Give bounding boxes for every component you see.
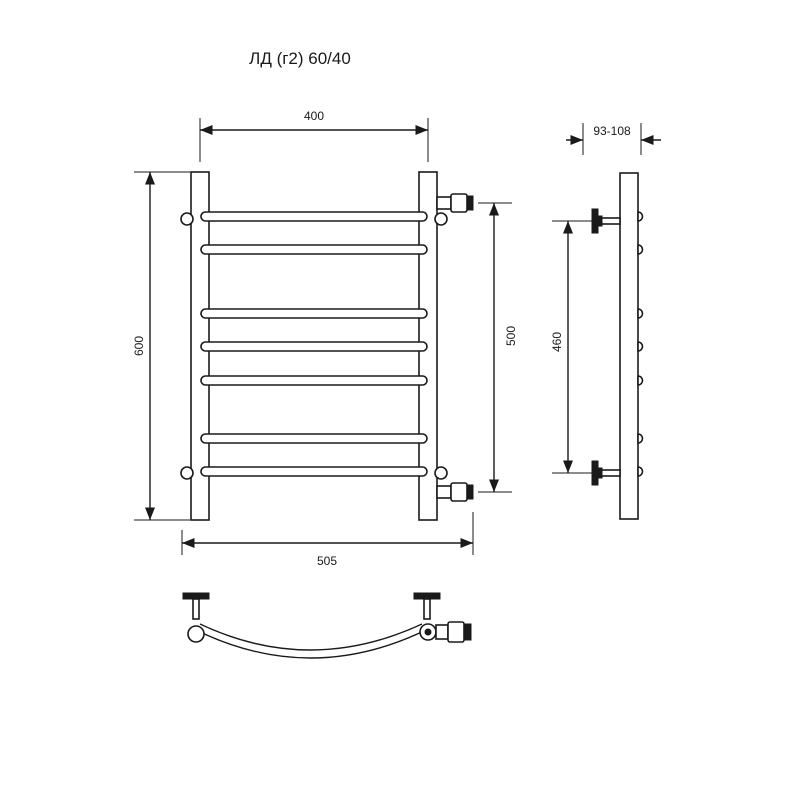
- dimension-93-108-label: 93-108: [593, 124, 631, 138]
- rung-6: [200, 433, 428, 444]
- rung-7: [200, 466, 428, 477]
- curved-rail-outer: [191, 627, 431, 659]
- dimension-460: 460: [550, 220, 600, 474]
- dimension-460-label: 460: [550, 332, 564, 352]
- top-view: [182, 592, 472, 659]
- dimension-400-label: 400: [304, 109, 324, 123]
- top-connector: [435, 621, 472, 643]
- dimension-600: 600: [132, 171, 190, 521]
- rung-4: [200, 341, 428, 352]
- rung-2: [200, 244, 428, 255]
- mount-knob-top-left: [180, 212, 194, 226]
- curved-rail-inner: [199, 623, 423, 651]
- dimension-93-108: 93-108: [566, 123, 661, 155]
- rung-5: [200, 375, 428, 386]
- dimension-505: 505: [181, 512, 474, 568]
- mount-knob-bottom-left: [180, 466, 194, 480]
- rung-3: [200, 308, 428, 319]
- top-bracket-left: [182, 592, 210, 643]
- dimension-400: 400: [199, 109, 429, 162]
- side-upright: [619, 172, 639, 520]
- rung-1: [200, 211, 428, 222]
- connector-bottom: [436, 482, 474, 502]
- mount-knob-bottom-right: [434, 466, 448, 480]
- dimension-505-label: 505: [317, 554, 337, 568]
- connector-top: [436, 193, 474, 213]
- dimension-500-label: 500: [504, 326, 518, 346]
- dimension-600-label: 600: [132, 336, 146, 356]
- rungs: [200, 211, 428, 477]
- front-view: [180, 171, 474, 521]
- dimension-500: 500: [478, 202, 518, 493]
- side-rung-ends: [637, 211, 644, 477]
- mount-knob-top-right: [434, 212, 448, 226]
- drawing-title: ЛД (г2) 60/40: [249, 49, 351, 68]
- side-view: [591, 172, 644, 520]
- top-bracket-right: [413, 592, 441, 641]
